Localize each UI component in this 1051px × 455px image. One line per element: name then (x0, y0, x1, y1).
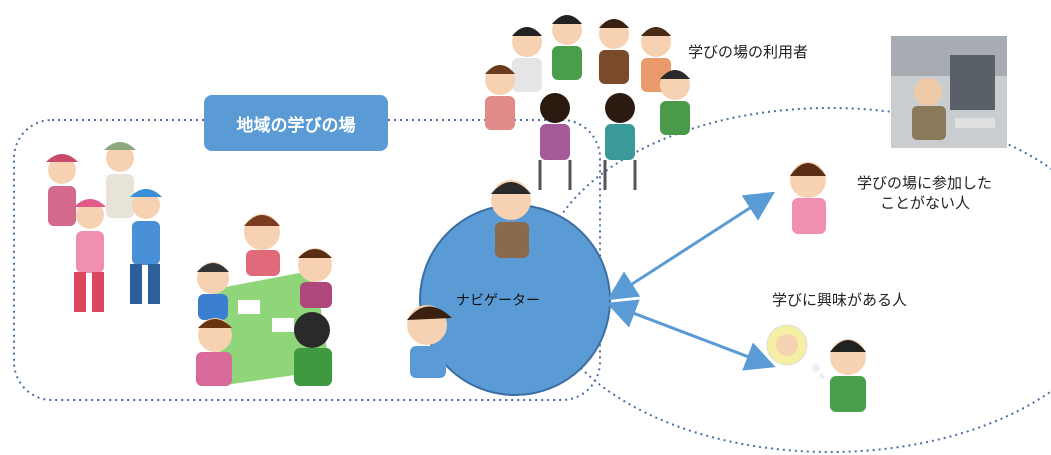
interested-man-illustration (766, 324, 866, 412)
label-not-participated-line1: 学びの場に参加した (857, 174, 993, 192)
outer-community-ellipse (539, 107, 1051, 453)
table-group-illustration (196, 214, 332, 386)
navigator-man-illustration (491, 180, 531, 258)
pondering-woman-illustration (790, 162, 826, 234)
navigator-label: ナビゲーター (456, 293, 540, 309)
arrow-to-not-participated (606, 191, 776, 301)
region-title: 地域の学びの場 (204, 95, 388, 151)
label-users: 学びの場の利用者 (688, 43, 809, 61)
arrow-to-interested (606, 299, 776, 371)
users-group-illustration (485, 15, 690, 190)
elderly-man-photo (891, 36, 1007, 148)
navigator-woman-illustration (407, 305, 452, 378)
label-not-participated-line2: ことがない人 (880, 194, 971, 212)
walking-group-illustration (46, 142, 162, 312)
label-interested: 学びに興味がある人 (772, 291, 908, 309)
